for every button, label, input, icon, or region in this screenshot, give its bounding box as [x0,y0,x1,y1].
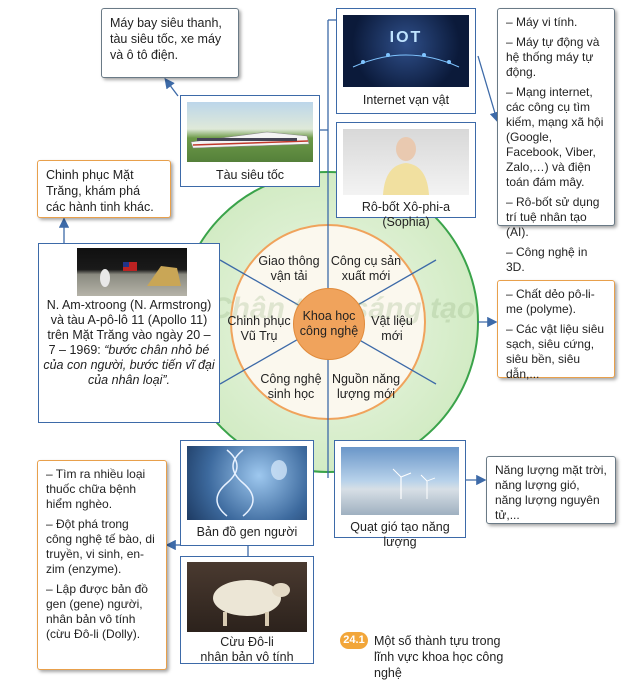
wind-caption: Quạt gió tạo năng lượng [350,520,450,549]
materials-list: – Chất dẻo pô-li-me (polyme). – Các vật … [506,287,606,382]
figure-number-badge: 24.1 [340,632,368,649]
robot-image [343,129,469,195]
list-item: – Công nghệ in 3D. [506,245,588,274]
sector-label-transport: Giao thông vận tải [258,254,320,283]
list-item: – Máy tự động và hệ thống máy tự động. [506,35,600,79]
network-icon [352,53,460,68]
moon-quote: “bước chân nhỏ bé của con người, bước ti… [43,343,215,387]
transport-box: Máy bay siêu thanh, tàu siêu tốc, xe máy… [101,8,239,78]
list-item: – Chất dẻo pô-li-me (polyme). [506,287,595,316]
iot-image: IOT [343,15,469,87]
train-caption: Tàu siêu tốc [215,168,285,182]
moon-photo-card: N. Am-xtroong (N. Armstrong) và tàu A-pô… [38,243,220,423]
tools-list: – Máy vi tính. – Máy tự động và hệ thống… [506,15,606,275]
astronaut-icon [100,262,181,287]
train-image [187,102,313,162]
gene-photo-card: Bản đồ gen người [180,440,314,546]
train-photo-card: Tàu siêu tốc [180,95,320,187]
biotech-box: – Tìm ra nhiều loại thuốc chữa bệnh hiểm… [37,460,167,670]
iot-screen-text: IOT [389,29,423,46]
list-item: – Rô-bốt sử dụng trí tuệ nhân tạo (AI). [506,195,600,239]
gene-image [187,446,307,520]
sector-label-tools: Công cụ sản xuất mới [330,254,402,283]
figure-caption-text: Một số thành tựu trong lĩnh vực khoa học… [374,634,504,680]
moon-caption-text: N. Am-xtroong (N. Armstrong) và tàu A-pô… [46,298,212,357]
wind-photo-card: Quạt gió tạo năng lượng [334,440,466,549]
tools-box: – Máy vi tính. – Máy tự động và hệ thống… [497,8,615,274]
list-item: – Đột phá trong công nghệ tế bào, di tru… [46,517,155,576]
figure-caption: Một số thành tựu trong lĩnh vực khoa học… [374,633,524,681]
connector-tools [477,55,500,123]
list-item: – Mạng internet, các công cụ tìm kiếm, m… [506,85,604,189]
center-circle: Khoa học công nghệ [293,288,365,360]
connector-transport [164,77,179,97]
transport-text: Máy bay siêu thanh, tàu siêu tốc, xe máy… [110,16,222,62]
gene-caption: Bản đồ gen người [196,525,298,539]
dolly-photo-card: Cừu Đô-li nhân bản vô tính [180,556,314,664]
wind-image [341,447,459,515]
dna-icon [216,449,287,517]
sheep-icon [213,580,290,626]
moon-image [77,248,187,296]
materials-box: – Chất dẻo pô-li-me (polyme). – Các vật … [497,280,615,381]
list-item: – Các vật liệu siêu sạch, siêu cứng, siê… [506,322,605,381]
sector-label-materials: Vật liệu mới [371,314,413,343]
dolly-caption-line-2: nhân bản vô tính [200,650,294,664]
list-item: – Máy vi tính. [506,15,578,29]
robot-photo-card: Rô-bốt Xô-phi-a (Sophia) [336,122,476,229]
space-text: Chinh phục Mặt Trăng, khám phá các hành … [46,168,154,214]
biotech-list: – Tìm ra nhiều loại thuốc chữa bệnh hiểm… [46,467,158,642]
list-item: – Lập được bản đồ gen (gene) người, nhân… [46,582,148,641]
energy-box: Năng lượng mặt trời, năng lượng gió, năn… [486,456,616,524]
sector-label-space: Chinh phục Vũ Trụ [227,314,291,343]
train-icon [190,131,310,149]
moon-caption: N. Am-xtroong (N. Armstrong) và tàu A-pô… [43,298,215,388]
sector-label-biotech: Công nghệ sinh học [260,372,322,401]
wind-turbine-icon [392,468,436,499]
list-item: – Tìm ra nhiều loại thuốc chữa bệnh hiểm… [46,467,146,511]
sector-label-energy: Nguồn năng lượng mới [331,372,401,401]
iot-caption: Internet vạn vật [362,93,450,107]
space-box: Chinh phục Mặt Trăng, khám phá các hành … [37,160,171,218]
robot-caption: Rô-bốt Xô-phi-a (Sophia) [361,200,451,229]
robot-icon [383,137,429,195]
center-label: Khoa học công nghệ [299,309,359,338]
energy-text: Năng lượng mặt trời, năng lượng gió, năn… [495,463,607,522]
iot-photo-card: IOT Internet vạn vật [336,8,476,114]
dolly-caption-line-1: Cừu Đô-li [220,635,274,649]
dolly-image [187,562,307,632]
dolly-caption: Cừu Đô-li nhân bản vô tính [181,635,313,665]
